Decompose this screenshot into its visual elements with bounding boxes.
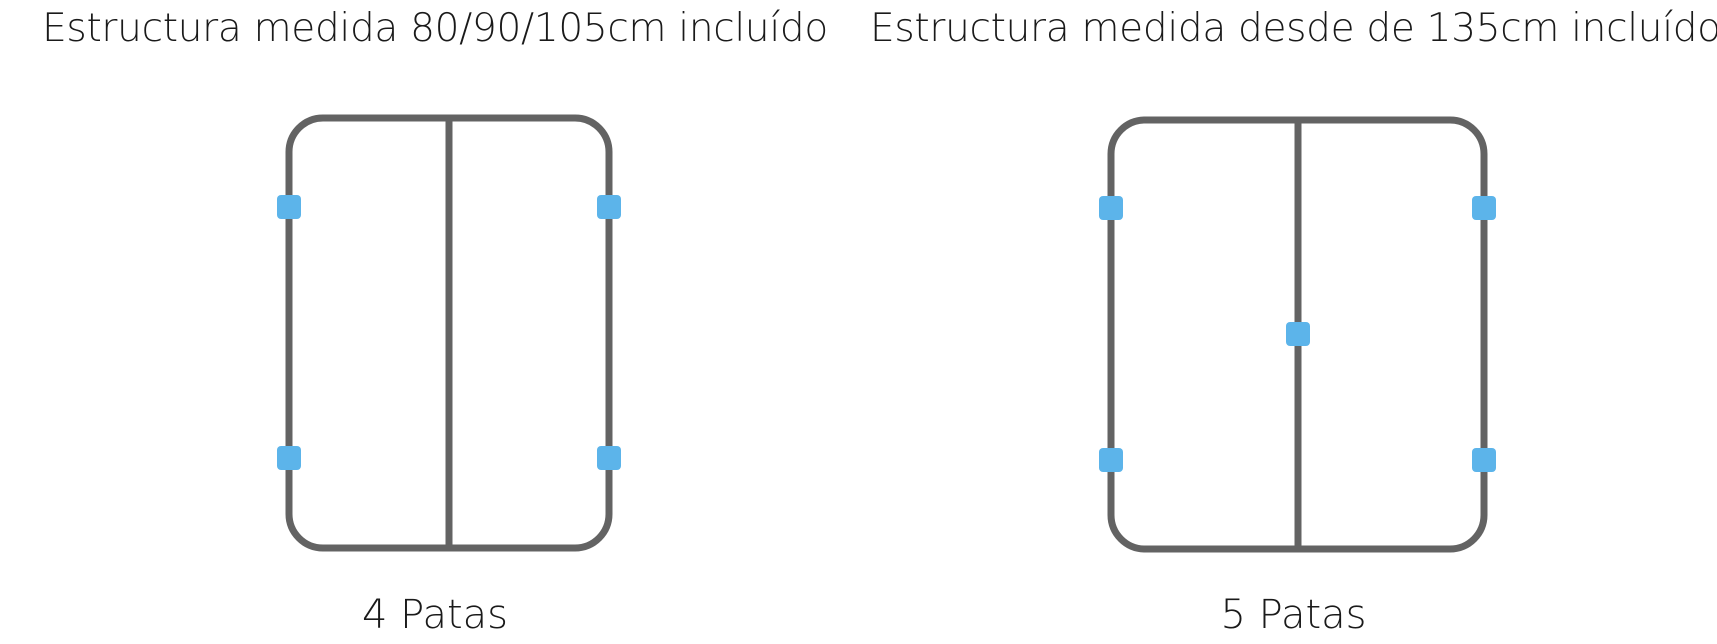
- leg-top-right: [597, 195, 621, 219]
- bed-frame-diagram: [1099, 116, 1496, 553]
- diagram-caption: 5 Patas: [1220, 592, 1367, 638]
- diagram-caption: 4 Patas: [361, 592, 509, 638]
- leg-bottom-left: [277, 446, 301, 470]
- diagram-title: Estructura medida 80/90/105cm incluído: [42, 6, 828, 51]
- leg-top-left: [1099, 196, 1123, 220]
- leg-top-right: [1472, 196, 1496, 220]
- bed-frame-diagram: [277, 114, 621, 552]
- leg-top-left: [277, 195, 301, 219]
- diagram-5-legs: Estructura medida desde de 135cm incluíd…: [870, 0, 1717, 644]
- diagram-title: Estructura medida desde de 135cm incluíd…: [870, 6, 1717, 51]
- leg-bottom-left: [1099, 448, 1123, 472]
- leg-center: [1286, 322, 1310, 346]
- leg-bottom-right: [1472, 448, 1496, 472]
- diagram-4-legs: Estructura medida 80/90/105cm incluído 4…: [42, 6, 828, 638]
- leg-bottom-right: [597, 446, 621, 470]
